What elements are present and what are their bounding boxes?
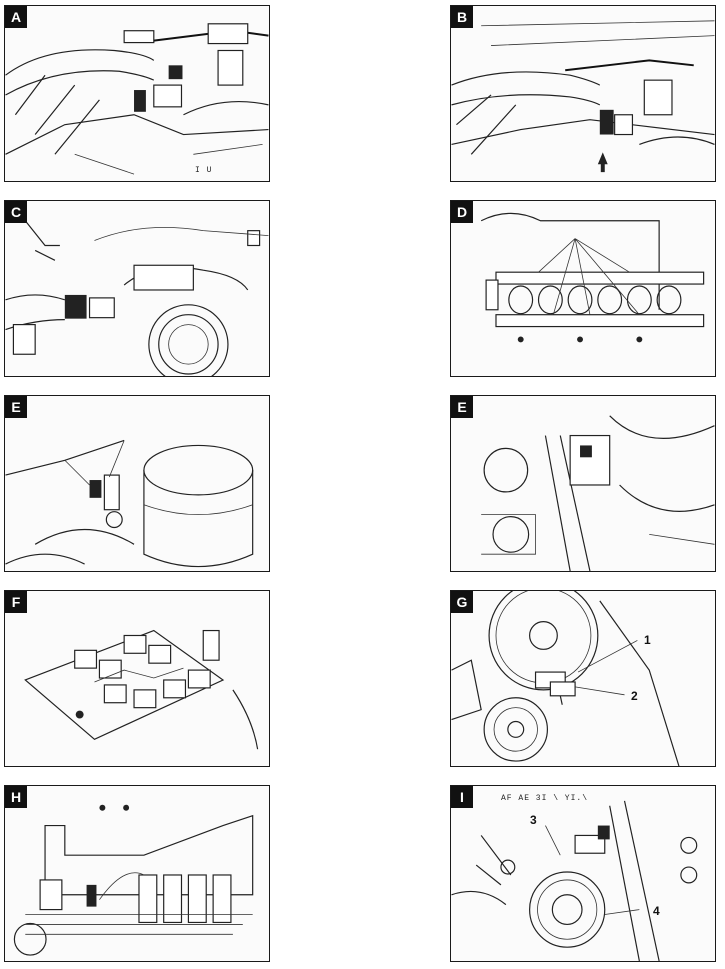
- engine-illustration: [13, 804, 254, 956]
- panel-label: B: [451, 6, 473, 28]
- panel-label: D: [451, 201, 473, 223]
- engine-illustration: [481, 415, 715, 571]
- callout-2: 2: [631, 689, 638, 703]
- panel-label: E: [5, 396, 27, 418]
- panel-e-right: E: [450, 395, 716, 572]
- panel-label: I: [451, 786, 473, 808]
- panel-i: I AF AE 3I \ YI.\ 3 4: [450, 785, 716, 962]
- panel-label: E: [451, 396, 473, 418]
- panel-label: A: [5, 6, 27, 28]
- engine-illustration: [451, 20, 715, 173]
- panel-caption: AF AE 3I \ YI.\: [501, 794, 589, 803]
- panel-e-left: E: [4, 395, 270, 572]
- panel-g: G 1 2: [450, 590, 716, 767]
- callout-4: 4: [653, 904, 660, 918]
- panel-label: G: [451, 591, 473, 613]
- panel-label: C: [5, 201, 27, 223]
- panel-caption: I U: [195, 166, 213, 175]
- panel-c: C: [4, 200, 270, 377]
- panel-h: H: [4, 785, 270, 962]
- callout-3: 3: [530, 813, 537, 827]
- panel-label: F: [5, 591, 27, 613]
- panel-d: D: [450, 200, 716, 377]
- engine-illustration: [5, 220, 269, 376]
- engine-illustration: [5, 23, 269, 175]
- engine-illustration: [451, 800, 698, 961]
- panel-a: A I U: [4, 5, 270, 182]
- callout-1: 1: [644, 633, 651, 647]
- panel-f: F: [4, 590, 270, 767]
- panel-label: H: [5, 786, 27, 808]
- panel-b: B: [450, 5, 716, 182]
- engine-illustration: [451, 591, 680, 766]
- engine-illustration: [5, 439, 254, 568]
- engine-illustration: [480, 212, 705, 343]
- engine-illustration: [24, 629, 259, 750]
